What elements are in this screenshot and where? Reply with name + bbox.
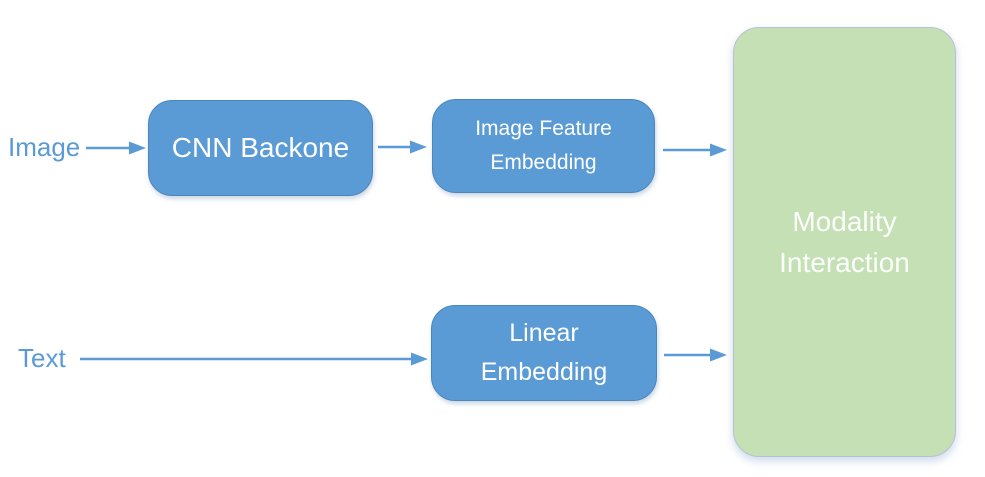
arrow-cnn-to-image-feature xyxy=(378,140,427,154)
arrow-image-feature-to-modality xyxy=(663,143,727,157)
image-input-label: Image xyxy=(8,132,81,162)
arrow-text-to-linear xyxy=(80,352,428,366)
node-cnn-backbone: CNN Backone xyxy=(148,100,373,196)
node-linear-embedding-label: Linear Embedding xyxy=(480,319,608,386)
node-linear-embedding: Linear Embedding xyxy=(431,305,657,401)
node-image-feature-embedding-label: Image Feature Embedding xyxy=(475,117,612,174)
arrow-image-to-cnn xyxy=(86,141,146,155)
node-image-feature-embedding: Image Feature Embedding xyxy=(432,99,655,193)
arrow-linear-to-modality xyxy=(664,348,727,362)
node-cnn-backbone-label: CNN Backone xyxy=(171,132,350,163)
text-input-label: Text xyxy=(18,343,66,373)
node-modality-interaction: Modality Interaction xyxy=(733,27,956,457)
node-modality-interaction-label: Modality Interaction xyxy=(779,206,910,278)
